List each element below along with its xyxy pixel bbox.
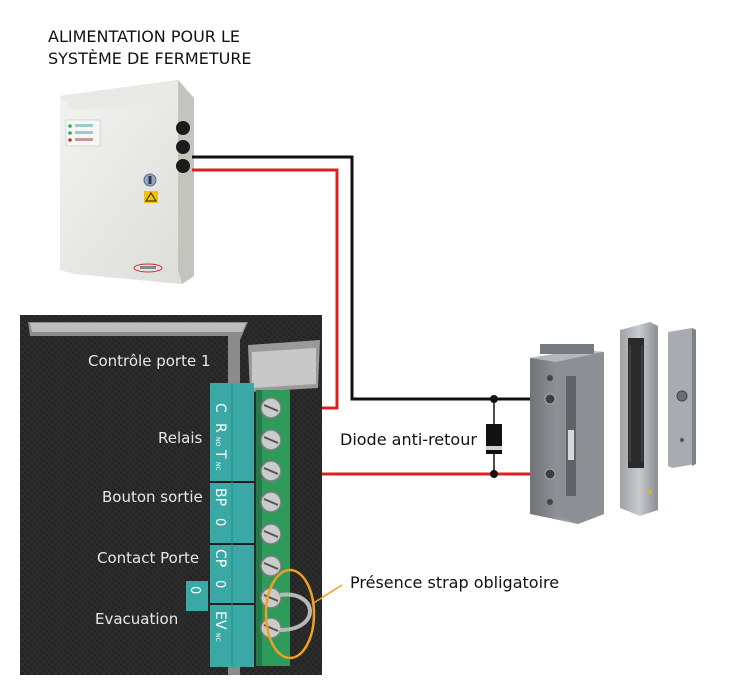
terminal-screw-slot (263, 467, 279, 475)
diode-node-top (490, 395, 498, 403)
power-supply-title: ALIMENTATION POUR LE SYSTÈME DE FERMETUR… (48, 26, 252, 70)
code-o2: 0 (212, 580, 227, 588)
terminal-screw-slot (263, 404, 279, 412)
power-supply-title-line1: ALIMENTATION POUR LE (48, 27, 241, 46)
warning-icon (144, 191, 158, 203)
diode-label: Diode anti-retour (340, 430, 477, 449)
label-contact-porte: Contact Porte (97, 549, 199, 567)
diode-node-bottom (490, 470, 498, 478)
electromagnet (620, 322, 658, 516)
code-r: R (212, 423, 228, 433)
label-evacuation: Evacuation (95, 610, 178, 628)
terminal-label-strip: C R NO T NC BP 0 CP 0 0 EV NC (186, 383, 254, 667)
terminal-screw-slot (263, 530, 279, 538)
psu-led-1 (68, 124, 72, 128)
label-bouton-sortie: Bouton sortie (102, 488, 203, 506)
code-ev: EV (212, 611, 228, 630)
strap-wire (279, 592, 312, 632)
code-o1: 0 (212, 518, 227, 526)
terminal-block (256, 390, 290, 666)
armature-plate (668, 328, 696, 468)
psu-gland-3 (176, 159, 190, 173)
code-ev-sub: NC (214, 633, 221, 642)
psu-gland-2 (176, 140, 190, 154)
strap-label: Présence strap obligatoire (350, 573, 560, 592)
terminal-screw-slot (263, 498, 279, 506)
strap-callout-line (311, 584, 343, 605)
psu-gland-1 (176, 121, 190, 135)
power-supply-box (60, 80, 194, 284)
psu-led-3 (68, 138, 72, 142)
terminal-screw-slot (263, 562, 279, 570)
controller-board: Contrôle porte 1 Relais Bouton sortie Co… (20, 315, 322, 675)
negative-wire (192, 155, 548, 401)
magnet-led (648, 490, 652, 494)
lock-terminal-2 (544, 468, 556, 480)
code-t-sub: NC (214, 462, 221, 471)
code-r-sub: NO (214, 437, 221, 446)
key-lock-icon (143, 173, 157, 187)
terminal-screw-slot (263, 436, 279, 444)
electric-strike-lock (530, 344, 604, 524)
anti-return-diode (486, 395, 502, 478)
strap-highlight-ellipse (264, 568, 316, 660)
code-t: T (212, 449, 228, 459)
code-o3: 0 (187, 586, 202, 594)
code-cp: CP (212, 549, 228, 567)
controller-heading: Contrôle porte 1 (88, 352, 211, 370)
psu-indicator-panel (65, 119, 101, 147)
code-c: C (212, 403, 228, 413)
label-relais: Relais (158, 429, 203, 447)
power-supply-title-line2: SYSTÈME DE FERMETURE (48, 49, 252, 68)
armature-bolt (676, 390, 688, 402)
lock-terminal-1 (544, 393, 556, 405)
psu-led-2 (68, 131, 72, 135)
terminal-screw-slot (263, 594, 279, 602)
code-bp: BP (212, 488, 228, 506)
brand-logo (133, 263, 163, 273)
